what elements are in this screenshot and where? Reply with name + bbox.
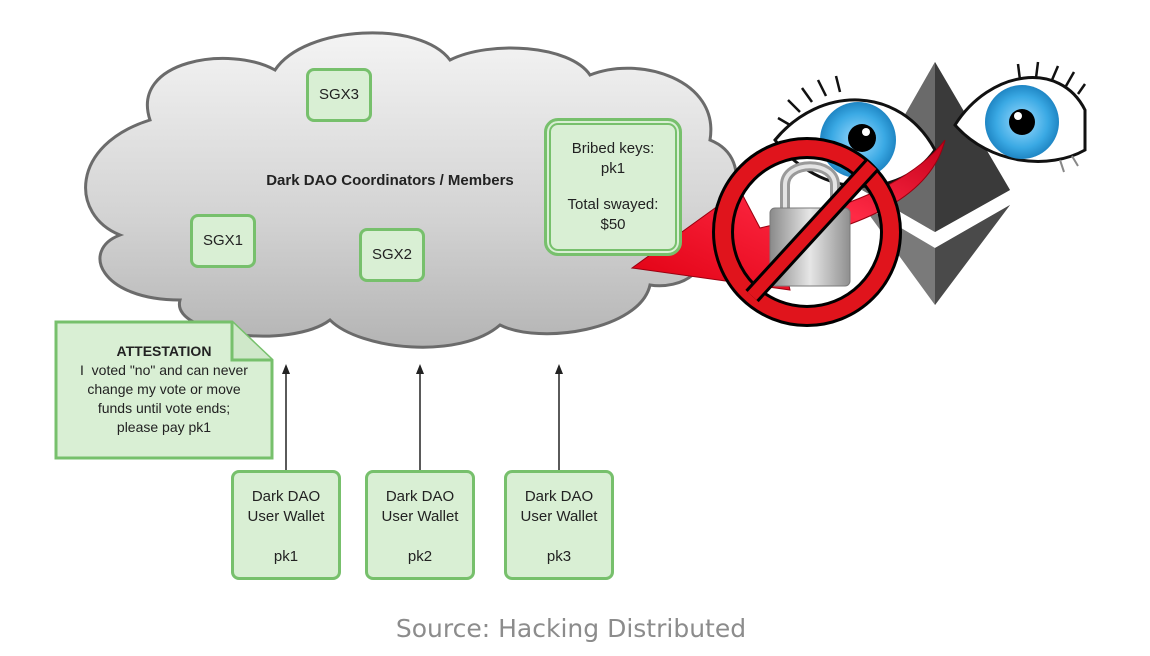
sgx2-node: SGX2 [359, 228, 425, 282]
bribe-panel: Bribed keys: pk1 Total swayed: $50 [544, 118, 682, 256]
attestation-note-shape [54, 320, 274, 460]
sgx3-node: SGX3 [306, 68, 372, 122]
sgx2-label: SGX2 [371, 246, 413, 263]
red-arrow-icon [630, 139, 946, 291]
prohibition-sign-icon [712, 137, 902, 327]
wallet-key: pk1 [273, 548, 299, 565]
wallet-line2: User Wallet [247, 508, 325, 525]
attestation-line: please pay pk1 [116, 419, 212, 435]
wallet-line2: User Wallet [381, 508, 459, 525]
sgx1-node: SGX1 [190, 214, 256, 268]
wallet-pk1: Dark DAO User Wallet pk1 [231, 470, 341, 580]
wallet-pk2: Dark DAO User Wallet pk2 [365, 470, 475, 580]
wallet-pk3: Dark DAO User Wallet pk3 [504, 470, 614, 580]
bribed-keys-value: pk1 [600, 160, 626, 177]
sgx1-label: SGX1 [202, 232, 244, 249]
wallet-line2: User Wallet [520, 508, 598, 525]
right-eye-icon [953, 61, 1087, 173]
cloud-shape [84, 31, 738, 349]
cloud-title: Dark DAO Coordinators / Members [266, 172, 514, 189]
source-caption: Source: Hacking Distributed [395, 614, 747, 643]
total-swayed-label: Total swayed: [567, 196, 659, 213]
arrow-wallet2 [416, 364, 424, 470]
wallet-line1: Dark DAO [251, 488, 321, 505]
wallet-line1: Dark DAO [524, 488, 594, 505]
attestation-line: funds until vote ends; [97, 400, 231, 416]
arrow-wallet1 [282, 364, 290, 470]
arrow-wallet3 [555, 364, 563, 470]
total-swayed-value: $50 [600, 216, 626, 233]
wallet-key: pk2 [407, 548, 433, 565]
attestation-note: ATTESTATION I voted "no" and can never c… [54, 320, 274, 460]
wallet-line1: Dark DAO [385, 488, 455, 505]
sgx3-label: SGX3 [318, 86, 360, 103]
attestation-line: change my vote or move [87, 381, 241, 397]
attestation-heading: ATTESTATION [116, 343, 212, 359]
bribed-keys-label: Bribed keys: [571, 140, 655, 157]
attestation-line: I voted "no" and can never [80, 362, 248, 378]
wallet-key: pk3 [546, 548, 572, 565]
